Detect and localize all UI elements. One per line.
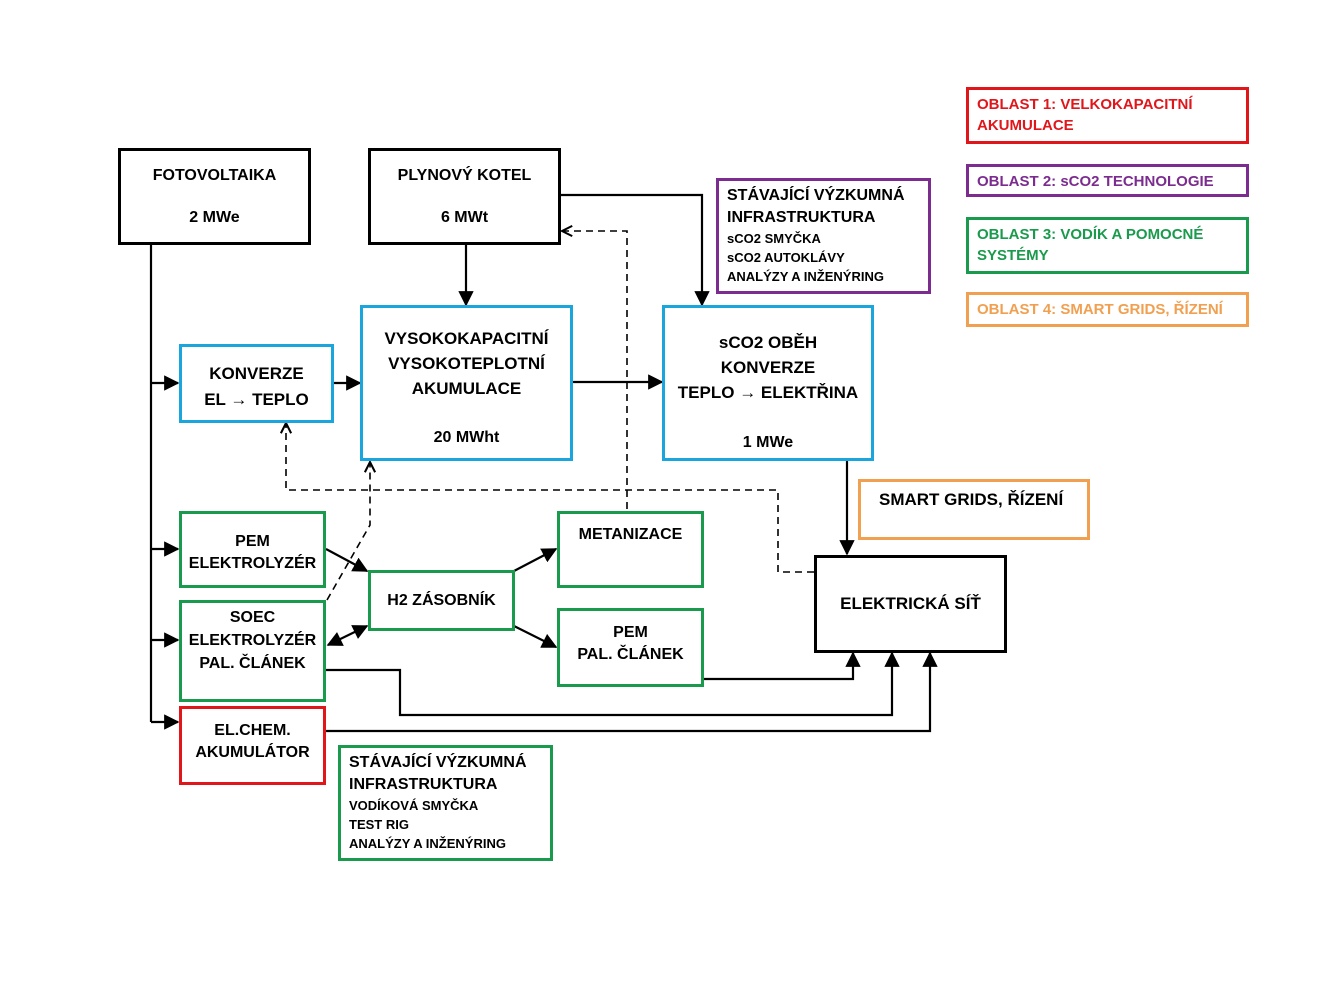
soec-to-akumulace-dashed — [326, 462, 370, 601]
soec-line3: PAL. ČLÁNEK — [199, 655, 306, 672]
pem-elektrolyzer-line1: PEM — [235, 533, 270, 550]
fotovoltaika-title: FOTOVOLTAIKA — [152, 167, 277, 184]
node-infra-sco2: STÁVAJÍCÍ VÝZKUMNÁ INFRASTRUKTURA sCO2 S… — [716, 178, 931, 294]
pem-to-h2-arrow — [325, 548, 369, 572]
metanizace-to-kotel-dashed — [562, 231, 628, 509]
infra-sco2-line1: STÁVAJÍCÍ VÝZKUMNÁ — [727, 187, 905, 204]
sco2-obeh-line2: KONVERZE — [720, 358, 816, 377]
node-akumulace: VYSOKOKAPACITNÍ VYSOKOTEPLOTNÍ AKUMULACE… — [360, 305, 573, 461]
fotovoltaika-value: 2 MWe — [189, 209, 240, 226]
infra-sco2-item2: sCO2 AUTOKLÁVY — [727, 250, 845, 265]
pemclanek-to-sit-arrow — [704, 651, 861, 681]
infra-h2-item1: VODÍKOVÁ SMYČKA — [349, 798, 479, 813]
plynovy-kotel-title: PLYNOVÝ KOTEL — [397, 167, 532, 184]
legend-area2-text: OBLAST 2: sCO2 TECHNOLOGIE — [977, 173, 1214, 190]
plynovy-kotel-value: 6 MWt — [440, 209, 489, 226]
legend-area3-text: OBLAST 3: VODÍK A POMOCNÉ SYSTÉMY — [977, 226, 1204, 264]
pem-elektrolyzer-line2: ELEKTROLYZÉR — [188, 555, 317, 572]
legend-area1: OBLAST 1: VELKOKAPACITNÍ AKUMULACE — [966, 87, 1249, 144]
node-sco2-obeh: sCO2 OBĚH KONVERZE TEPLO → ELEKTŘINA 1 M… — [662, 305, 874, 461]
pem-clanek-line2: PAL. ČLÁNEK — [577, 646, 684, 663]
node-el-chem: EL.CHEM. AKUMULÁTOR — [179, 706, 326, 785]
soec-line2: ELEKTROLYZÉR — [188, 632, 317, 649]
node-elektricka-sit: ELEKTRICKÁ SÍŤ — [814, 555, 1007, 653]
akumulace-value: 20 MWht — [433, 429, 500, 446]
konverze-line2: EL → TEPLO — [204, 390, 309, 409]
legend-area2: OBLAST 2: sCO2 TECHNOLOGIE — [966, 164, 1249, 197]
node-metanizace: METANIZACE — [557, 511, 704, 588]
node-soec: SOEC ELEKTROLYZÉR PAL. ČLÁNEK — [179, 600, 326, 702]
metanizace-label: METANIZACE — [578, 526, 683, 543]
legend-area3: OBLAST 3: VODÍK A POMOCNÉ SYSTÉMY — [966, 217, 1249, 274]
elchem-to-sit-arrow — [326, 651, 938, 733]
pem-clanek-line1: PEM — [613, 624, 648, 641]
kotel-to-sco2-arrow — [560, 193, 710, 307]
legend-area4: OBLAST 4: SMART GRIDS, ŘÍZENÍ — [966, 292, 1249, 327]
node-konverze: KONVERZE EL → TEPLO — [179, 344, 334, 423]
node-infra-h2: STÁVAJÍCÍ VÝZKUMNÁ INFRASTRUKTURA VODÍKO… — [338, 745, 553, 861]
infra-sco2-item1: sCO2 SMYČKA — [727, 231, 821, 246]
elektricka-sit-label: ELEKTRICKÁ SÍŤ — [840, 594, 981, 613]
akumulace-line3: AKUMULACE — [411, 379, 522, 398]
sco2-obeh-line1: sCO2 OBĚH — [718, 333, 818, 352]
node-pem-clanek: PEM PAL. ČLÁNEK — [557, 608, 704, 687]
el-chem-line1: EL.CHEM. — [214, 722, 291, 739]
h2-zasobnik-label: H2 ZÁSOBNÍK — [387, 591, 496, 609]
infra-sco2-item3: ANALÝZY A INŽENÝRING — [727, 269, 884, 284]
akumulace-line2: VYSOKOTEPLOTNÍ — [388, 354, 545, 373]
infra-sco2-line2: INFRASTRUKTURA — [727, 209, 876, 226]
sit-to-konverze-dashed — [286, 423, 814, 573]
node-smart-grids: SMART GRIDS, ŘÍZENÍ — [858, 479, 1090, 540]
sco2-obeh-value: 1 MWe — [742, 434, 794, 451]
soec-h2-bidirectional-arrow — [326, 625, 369, 646]
konverze-line1: KONVERZE — [209, 364, 304, 383]
soec-line1: SOEC — [229, 609, 276, 626]
legend-area4-text: OBLAST 4: SMART GRIDS, ŘÍZENÍ — [977, 301, 1223, 318]
soec-to-sit-arrow — [326, 651, 900, 717]
node-h2-zasobnik: H2 ZÁSOBNÍK — [368, 570, 515, 631]
legend-area1-text: OBLAST 1: VELKOKAPACITNÍ AKUMULACE — [977, 96, 1193, 134]
el-chem-line2: AKUMULÁTOR — [195, 744, 310, 761]
node-pem-elektrolyzer: PEM ELEKTROLYZÉR — [179, 511, 326, 588]
infra-h2-line2: INFRASTRUKTURA — [349, 776, 498, 793]
node-fotovoltaika: FOTOVOLTAIKA 2 MWe — [118, 148, 311, 245]
infra-h2-item2: TEST RIG — [349, 817, 409, 832]
smart-grids-label: SMART GRIDS, ŘÍZENÍ — [879, 490, 1064, 509]
node-plynovy-kotel: PLYNOVÝ KOTEL 6 MWt — [368, 148, 561, 245]
infra-h2-item3: ANALÝZY A INŽENÝRING — [349, 836, 506, 851]
akumulace-line1: VYSOKOKAPACITNÍ — [384, 329, 549, 348]
infra-h2-line1: STÁVAJÍCÍ VÝZKUMNÁ — [349, 754, 527, 771]
sco2-obeh-line3: TEPLO → ELEKTŘINA — [677, 383, 859, 402]
h2-to-metanizace-arrow — [513, 548, 558, 572]
h2-to-pemclanek-arrow — [513, 625, 558, 648]
